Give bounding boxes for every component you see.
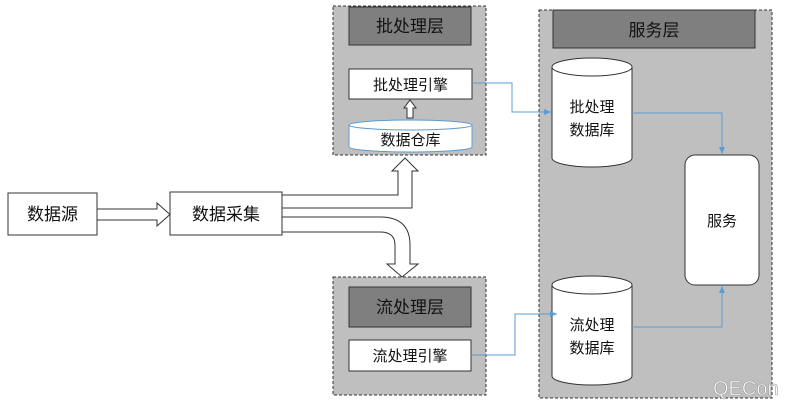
data-warehouse-cylinder: 数据仓库 (348, 119, 473, 153)
stream-layer: 流处理层 流处理引擎 (332, 276, 487, 396)
data-collection-label: 数据采集 (192, 205, 260, 225)
batch-engine-label: 批处理引擎 (373, 76, 448, 94)
collection-to-stream-arrow (281, 216, 420, 278)
source-to-collection-arrow (96, 201, 171, 228)
batch-db-label-line1: 批处理 (569, 98, 614, 116)
service-node: 服务 (684, 154, 760, 286)
data-source-node: 数据源 (7, 192, 98, 236)
batch-layer-title: 批处理层 (376, 17, 444, 37)
batch-database-cylinder: 批处理 数据库 (551, 57, 633, 168)
stream-database-cylinder: 流处理 数据库 (551, 275, 633, 386)
data-source-label: 数据源 (27, 205, 78, 225)
stream-layer-title: 流处理层 (376, 298, 444, 318)
stream-engine-node (348, 339, 472, 372)
batch-layer: 批处理层 批处理引擎 数据仓库 (332, 5, 487, 156)
stream-engine-label: 流处理引擎 (372, 347, 447, 365)
stream-db-to-service-connector (632, 286, 725, 328)
data-collection-node: 数据采集 (169, 191, 283, 236)
service-label: 服务 (707, 212, 737, 230)
service-layer: 服务层 批处理 数据库 流处理 数据库 服务 (538, 9, 773, 399)
watermark: QECon (713, 378, 779, 400)
batch-engine-to-db-connector (472, 82, 551, 115)
batch-engine-node (348, 68, 473, 100)
data-warehouse-label: 数据仓库 (380, 131, 440, 149)
stream-db-label-line1: 流处理 (569, 316, 614, 334)
collection-to-batch-arrow (281, 157, 420, 209)
stream-engine-to-db-connector (471, 311, 557, 356)
stream-db-label-line2: 数据库 (569, 339, 614, 357)
batch-db-to-service-connector (632, 112, 725, 154)
warehouse-to-engine-arrow (403, 99, 417, 119)
service-layer-title: 服务层 (629, 21, 680, 41)
batch-db-label-line2: 数据库 (569, 121, 614, 139)
